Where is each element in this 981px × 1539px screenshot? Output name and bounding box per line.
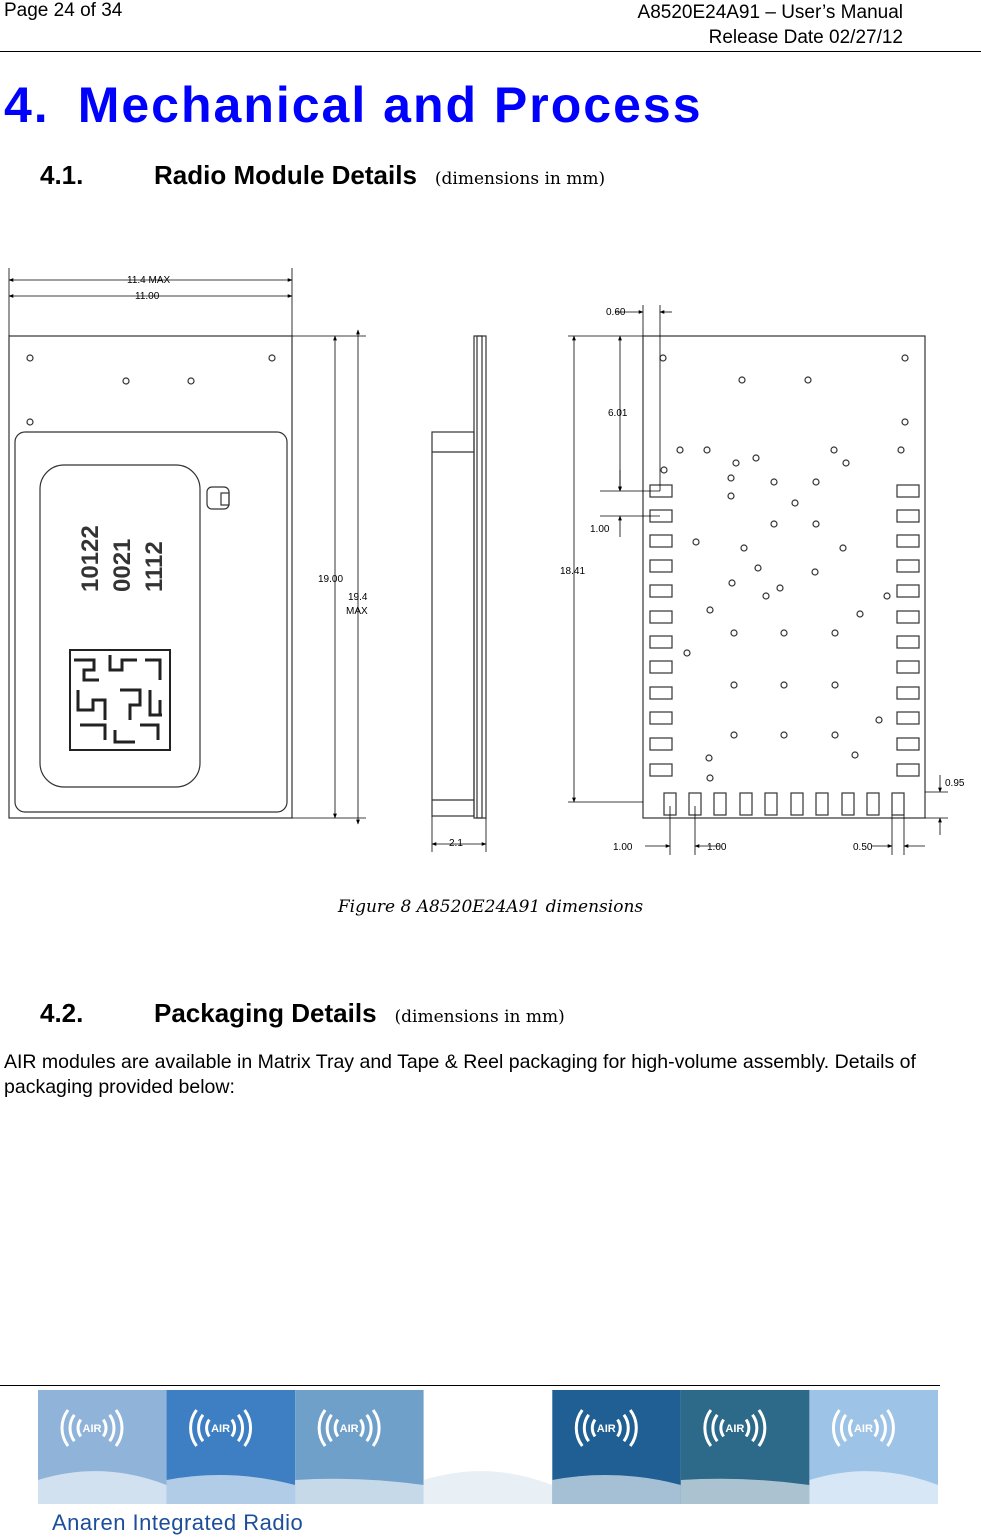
air-logo-text: AIR	[468, 1423, 487, 1435]
document-header: A8520E24A91 – User’s Manual Release Date…	[638, 0, 903, 50]
data-matrix-code	[69, 649, 171, 751]
side-view	[431, 335, 487, 819]
dim-max-height-suffix: MAX	[346, 606, 368, 617]
dim-height: 19.00	[318, 574, 343, 585]
banner-tile: AIR	[552, 1390, 681, 1504]
footer-divider	[0, 1385, 940, 1386]
subsection-title: Packaging Details	[154, 998, 377, 1028]
banner-tile: AIR	[295, 1390, 424, 1504]
figure-caption: Figure 8 A8520E24A91 dimensions	[337, 897, 644, 917]
banner-tile: AIR	[166, 1390, 296, 1504]
banner-tile: AIR	[423, 1390, 553, 1504]
top-view	[8, 335, 293, 819]
brand-name: Anaren Integrated Radio	[52, 1510, 304, 1535]
subsection-number: 4.2.	[40, 998, 84, 1028]
footer-banner: AIR AIR AIR AIR AIR AIR AIR	[38, 1390, 938, 1504]
header-divider	[0, 51, 981, 52]
dim-bottom-pitch-left: 1.00	[613, 842, 633, 853]
dim-first-pad: 6.01	[608, 408, 628, 419]
page-number: Page 24 of 34	[4, 0, 123, 21]
module-dimension-drawing: 10122 0021 1112	[8, 268, 965, 855]
air-logo-text: AIR	[725, 1423, 744, 1435]
section-title: Mechanical and Process	[77, 77, 703, 133]
air-logo-text: AIR	[83, 1423, 102, 1435]
left-pad-column	[649, 484, 673, 777]
air-logo-text: AIR	[340, 1423, 359, 1435]
release-date: Release Date 02/27/12	[708, 27, 903, 48]
bottom-pad-row	[663, 792, 905, 816]
shield-can	[14, 431, 288, 813]
subsection-title: Radio Module Details	[154, 160, 417, 190]
dim-total-height: 18.41	[560, 566, 585, 577]
dim-thickness: 2.1	[449, 838, 463, 849]
banner-tile: AIR	[38, 1390, 167, 1504]
document-title: A8520E24A91 – User’s Manual	[637, 2, 903, 23]
label-line-1: 10122	[77, 525, 104, 592]
dim-pad-width: 0.50	[853, 842, 873, 853]
bottom-view	[642, 335, 926, 819]
dim-bottom-pitch-right: 1.00	[707, 842, 727, 853]
air-logo-text: AIR	[854, 1423, 873, 1435]
air-logo-text: AIR	[211, 1423, 230, 1435]
dim-max-width: 11.4 MAX	[127, 275, 170, 286]
air-logo-text: AIR	[597, 1423, 616, 1435]
right-pad-column	[896, 484, 920, 777]
section-number: 4.	[4, 77, 50, 133]
module-outline	[8, 335, 293, 819]
banner-tile: AIR	[809, 1390, 938, 1504]
label-area	[39, 464, 201, 788]
test-points	[659, 354, 909, 782]
section-heading: 4. Mechanical and Process	[4, 76, 703, 134]
units-note: (dimensions in mm)	[434, 169, 606, 189]
dim-max-height: 19.4	[348, 592, 368, 603]
subsection-heading-radio-module: 4.1. Radio Module Details (dimensions in m…	[40, 160, 605, 191]
subsection-number: 4.1.	[40, 160, 84, 190]
banner-tile: AIR	[680, 1390, 810, 1504]
label-line-2: 0021	[109, 539, 136, 592]
packaging-paragraph: AIR modules are available in Matrix Tray…	[4, 1051, 916, 1098]
label-line-3: 1112	[141, 541, 168, 592]
subsection-heading-packaging: 4.2. Packaging Details (dimensions in mm)	[40, 998, 565, 1029]
units-note: (dimensions in mm)	[394, 1007, 565, 1027]
dim-width: 11.00	[135, 291, 160, 302]
dim-pad-bottom: 0.95	[945, 778, 965, 789]
dim-pad-pitch: 1.00	[590, 524, 610, 535]
dim-offset-top: 0.60	[606, 307, 626, 318]
